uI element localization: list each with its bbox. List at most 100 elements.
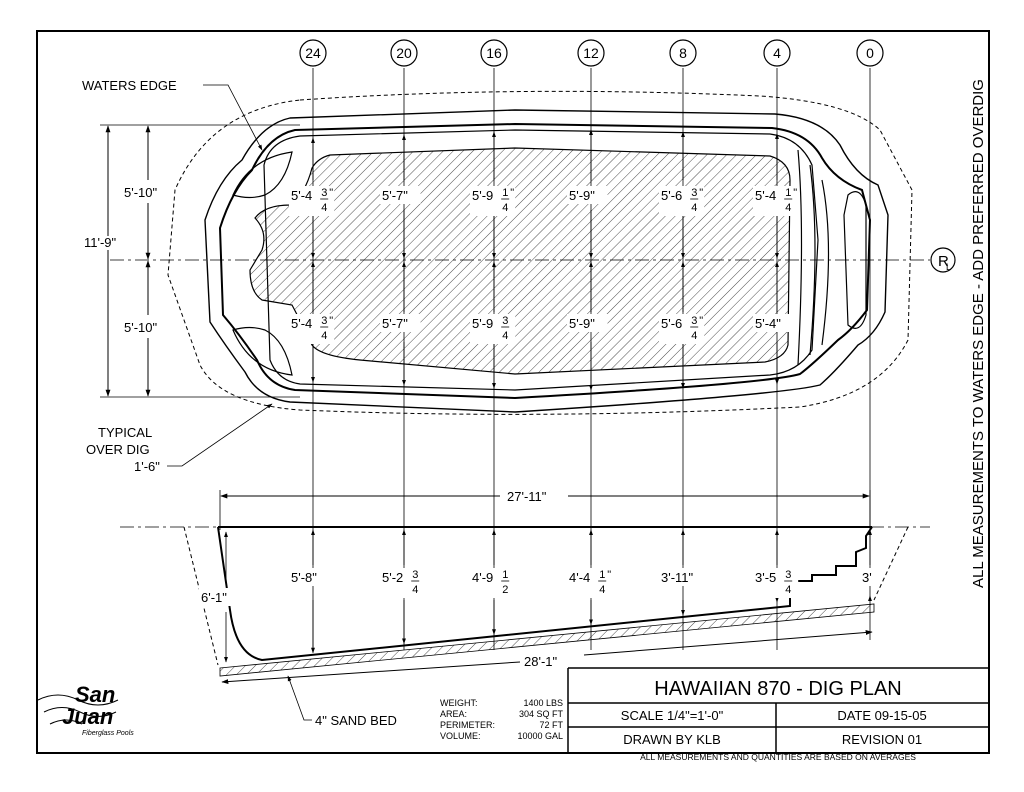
station-bubble bbox=[480, 39, 508, 67]
over-dig-label-1: TYPICAL bbox=[98, 425, 152, 440]
spec-weight-label: WEIGHT: bbox=[440, 698, 478, 708]
depth-numerator: 3 bbox=[321, 187, 327, 199]
depth-main: 5'-6 bbox=[661, 188, 682, 203]
station-number: 12 bbox=[583, 45, 599, 61]
depth-denominator: 4 bbox=[321, 330, 327, 342]
depth-label: 3'-11" bbox=[659, 568, 707, 586]
profile-shell bbox=[217, 526, 873, 662]
depth-denominator: 4 bbox=[412, 584, 418, 596]
logo-line2: Juan bbox=[62, 704, 113, 729]
spec-perimeter-label: PERIMETER: bbox=[440, 720, 495, 730]
depth-main: 5'-4 bbox=[291, 316, 312, 331]
depth-main: 5'-2 bbox=[382, 570, 403, 585]
depth-label: 3' bbox=[860, 568, 879, 586]
plan-labels: WATERS EDGE TYPICAL OVER DIG 1'-6" bbox=[82, 78, 273, 474]
station-number: 16 bbox=[486, 45, 502, 61]
station-bubble bbox=[856, 39, 884, 67]
depth-main: 5'-9 bbox=[472, 316, 493, 331]
drawing-title: HAWAIIAN 870 - DIG PLAN bbox=[654, 678, 901, 700]
depth-tail: " bbox=[699, 315, 703, 327]
depth-label: 5'-7" bbox=[380, 314, 421, 332]
depth-main: 5'-4 bbox=[755, 188, 776, 203]
spec-volume-label: VOLUME: bbox=[440, 731, 481, 741]
depth-denominator: 4 bbox=[691, 202, 697, 214]
depth-denominator: 4 bbox=[502, 330, 508, 342]
date-label: DATE 09-15-05 bbox=[837, 708, 926, 723]
pool-coping-outer bbox=[204, 109, 889, 413]
depth-numerator: 3 bbox=[691, 315, 697, 327]
depth-main: 5'-8" bbox=[291, 570, 317, 585]
sand-bed-label: 4" SAND BED bbox=[315, 713, 397, 728]
station-bubble bbox=[390, 39, 418, 67]
left-seat-bottom bbox=[232, 326, 293, 376]
waters-edge-outline bbox=[218, 122, 872, 400]
revision-label: REVISION 01 bbox=[842, 732, 922, 747]
depth-main: 3' bbox=[862, 570, 872, 585]
logo-tagline: Fiberglass Pools bbox=[82, 730, 134, 737]
half-width-bottom-label: 5'-10" bbox=[124, 320, 158, 335]
depth-label: 5'-8" bbox=[289, 568, 330, 586]
spec-volume-value: 10000 GAL bbox=[517, 731, 563, 741]
width-dimensions: 11'-9" 5'-10" 5'-10" bbox=[84, 124, 300, 398]
depth-tail: " bbox=[329, 315, 333, 327]
length-label: 27'-11" bbox=[507, 489, 547, 504]
half-width-top-label: 5'-10" bbox=[124, 185, 158, 200]
depth-main: 5'-7" bbox=[382, 188, 408, 203]
depth-main: 4'-9 bbox=[472, 570, 493, 585]
depth-main: 5'-9" bbox=[569, 316, 595, 331]
centerline-l: L bbox=[946, 262, 951, 272]
right-step-2 bbox=[809, 164, 816, 356]
spec-perimeter-value: 72 FT bbox=[539, 720, 563, 730]
depth-denominator: 4 bbox=[502, 202, 508, 214]
depth-label: 5'-4" bbox=[753, 314, 794, 332]
san-juan-logo: San Juan Fiberglass Pools bbox=[37, 682, 134, 737]
depth-label: 5'-7" bbox=[380, 186, 421, 204]
sand-bed-hatch bbox=[219, 603, 875, 677]
depth-numerator: 3 bbox=[321, 315, 327, 327]
depth-label: 5'-4 3 4" bbox=[289, 314, 335, 344]
depth-label: 5'-6 3 4" bbox=[659, 186, 705, 216]
pool-specs: WEIGHT: 1400 LBS AREA: 304 SQ FT PERIMET… bbox=[440, 698, 564, 741]
depth-label: 5'-9" bbox=[567, 186, 608, 204]
length-dimension: 27'-11" bbox=[219, 489, 871, 530]
depth-numerator: 1 bbox=[502, 569, 508, 581]
profile-length-dimension: 28'-1" 4" SAND BED bbox=[221, 630, 873, 728]
depth-denominator: 4 bbox=[785, 202, 791, 214]
depth-tail: " bbox=[793, 187, 797, 199]
spec-area-value: 304 SQ FT bbox=[519, 709, 564, 719]
title-block: HAWAIIAN 870 - DIG PLAN SCALE 1/4"=1'-0"… bbox=[567, 667, 988, 762]
centerline-r: R bbox=[938, 253, 949, 270]
depth-denominator: 4 bbox=[785, 584, 791, 596]
scale-label: SCALE 1/4"=1'-0" bbox=[621, 708, 724, 723]
station-bubble bbox=[669, 39, 697, 67]
depth-main: 3'-5 bbox=[755, 570, 776, 585]
depth-numerator: 1 bbox=[599, 569, 605, 581]
station-number: 8 bbox=[679, 45, 687, 61]
depth-label: 6'-1" bbox=[199, 588, 240, 606]
station-number: 20 bbox=[396, 45, 412, 61]
depth-main: 4'-4 bbox=[569, 570, 590, 585]
depth-main: 5'-4" bbox=[755, 316, 781, 331]
profile-view bbox=[120, 526, 930, 677]
depth-denominator: 4 bbox=[321, 202, 327, 214]
depth-tail: " bbox=[607, 569, 611, 581]
waters-edge-label: WATERS EDGE bbox=[82, 78, 177, 93]
depth-numerator: 3 bbox=[691, 187, 697, 199]
depth-main: 3'-11" bbox=[661, 570, 694, 585]
side-note: ALL MEASUREMENTS TO WATERS EDGE - ADD PR… bbox=[970, 79, 987, 588]
depth-tail: " bbox=[329, 187, 333, 199]
pool-inner-edge bbox=[263, 129, 819, 391]
depth-tail: " bbox=[510, 187, 514, 199]
overall-width-label: 11'-9" bbox=[84, 235, 117, 250]
drawn-by-label: DRAWN BY KLB bbox=[623, 732, 721, 747]
depth-tail: " bbox=[699, 187, 703, 199]
spec-weight-value: 1400 LBS bbox=[523, 698, 563, 708]
